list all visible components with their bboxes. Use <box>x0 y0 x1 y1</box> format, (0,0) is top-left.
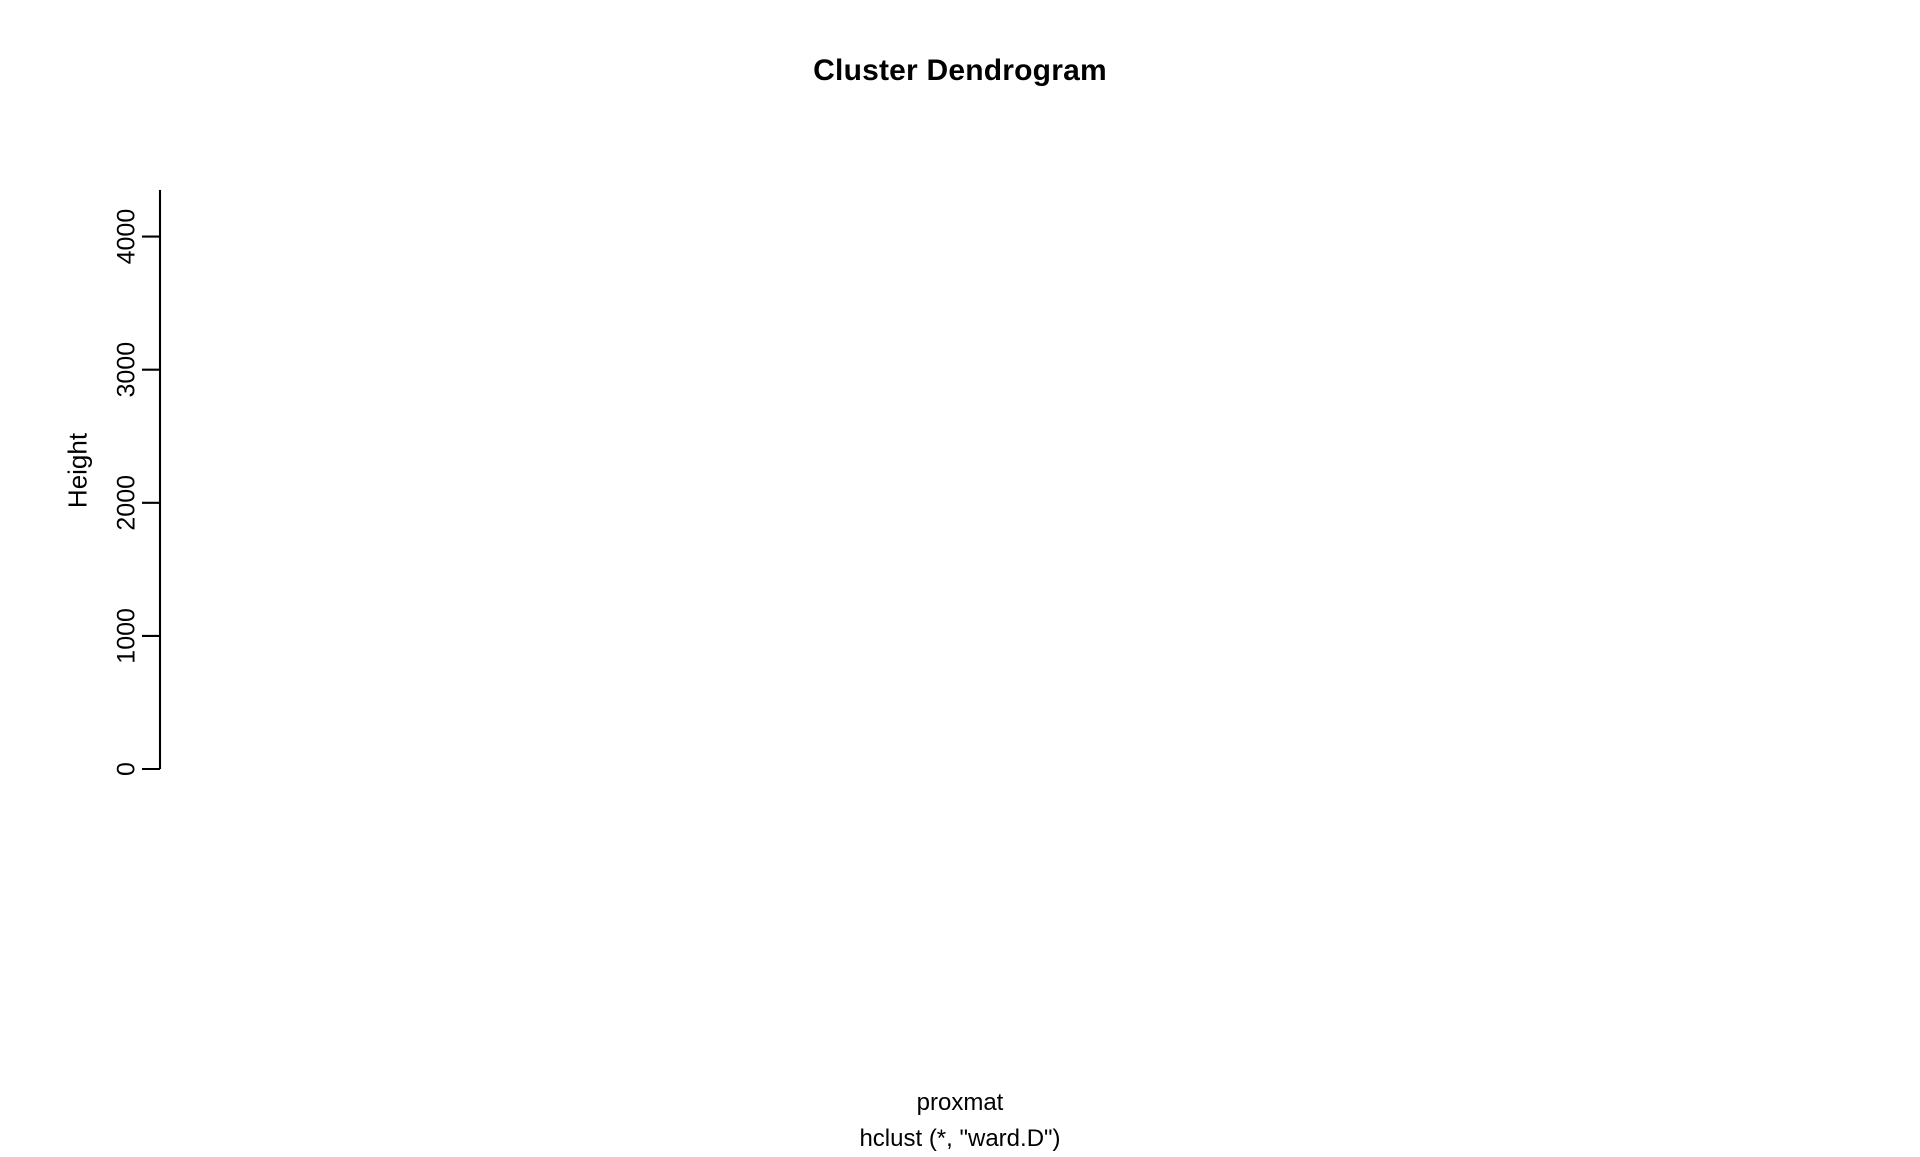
svg-text:2000: 2000 <box>113 475 141 531</box>
caption-line-1: proxmat <box>916 1089 1004 1116</box>
svg-text:0: 0 <box>113 762 141 776</box>
caption-line-2: hclust (*, "ward.D") <box>859 1125 1061 1152</box>
svg-text:1000: 1000 <box>113 608 141 664</box>
svg-text:3000: 3000 <box>113 342 141 398</box>
plot-caption: proxmat hclust (*, "ward.D") <box>0 1085 1920 1157</box>
y-axis: 0 1000 2000 3000 4000 <box>113 190 162 776</box>
page-title: Cluster Dendrogram <box>813 54 1107 87</box>
svg-text:4000: 4000 <box>113 209 141 265</box>
